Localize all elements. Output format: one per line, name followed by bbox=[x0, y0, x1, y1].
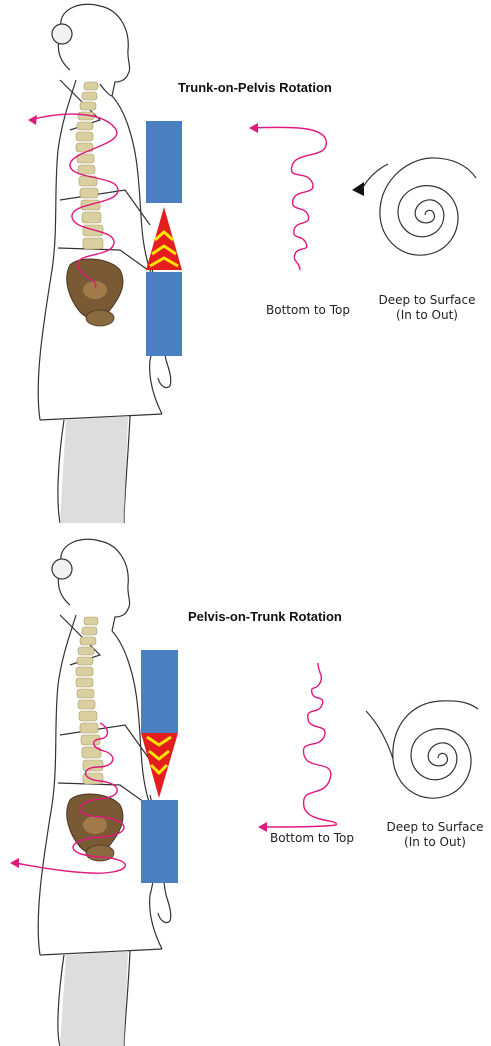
deep-to-surface-curl bbox=[366, 701, 478, 798]
pelvis-illustration bbox=[67, 259, 123, 326]
rotation-arrow-up bbox=[146, 207, 182, 270]
upper-block bbox=[146, 121, 182, 203]
upper-block bbox=[141, 650, 178, 733]
lower-block bbox=[146, 272, 182, 356]
pelvis-on-trunk-title: Pelvis-on-Trunk Rotation bbox=[188, 609, 342, 624]
deep-to-surface-curl bbox=[380, 158, 476, 255]
bottom-to-top-spiral bbox=[252, 127, 326, 270]
spine-illustration bbox=[76, 617, 103, 784]
body-spiral-arrowhead bbox=[28, 115, 37, 125]
pelvis-on-trunk-panel: Pelvis-on-Trunk Rotation Bottom to Top D… bbox=[0, 523, 491, 1046]
rotation-arrow-down bbox=[141, 733, 178, 798]
bottom-to-top-caption: Bottom to Top bbox=[258, 303, 358, 318]
bottom-to-top-caption: Bottom to Top bbox=[262, 831, 362, 846]
pelvis-on-trunk-figure bbox=[0, 523, 491, 1046]
body-spiral-arrowhead bbox=[10, 858, 19, 868]
spine-illustration bbox=[76, 82, 103, 249]
deep-to-surface-caption: Deep to Surface (In to Out) bbox=[372, 293, 482, 323]
lower-block bbox=[141, 800, 178, 883]
deep-to-surface-line1: Deep to Surface bbox=[372, 293, 482, 308]
legs-shading bbox=[60, 951, 128, 1046]
trunk-on-pelvis-panel: Trunk-on-Pelvis Rotation Bottom to Top D… bbox=[0, 0, 491, 523]
bottom-to-top-spiral bbox=[262, 663, 336, 827]
trunk-on-pelvis-title: Trunk-on-Pelvis Rotation bbox=[178, 80, 332, 95]
deep-to-surface-line2: (In to Out) bbox=[372, 308, 482, 323]
deep-to-surface-line1: Deep to Surface bbox=[380, 820, 490, 835]
legs-shading bbox=[60, 416, 128, 523]
deep-to-surface-caption: Deep to Surface (In to Out) bbox=[380, 820, 490, 850]
deep-to-surface-line2: (In to Out) bbox=[380, 835, 490, 850]
trunk-on-pelvis-figure bbox=[0, 0, 491, 523]
bottom-to-top-arrowhead bbox=[249, 123, 258, 133]
